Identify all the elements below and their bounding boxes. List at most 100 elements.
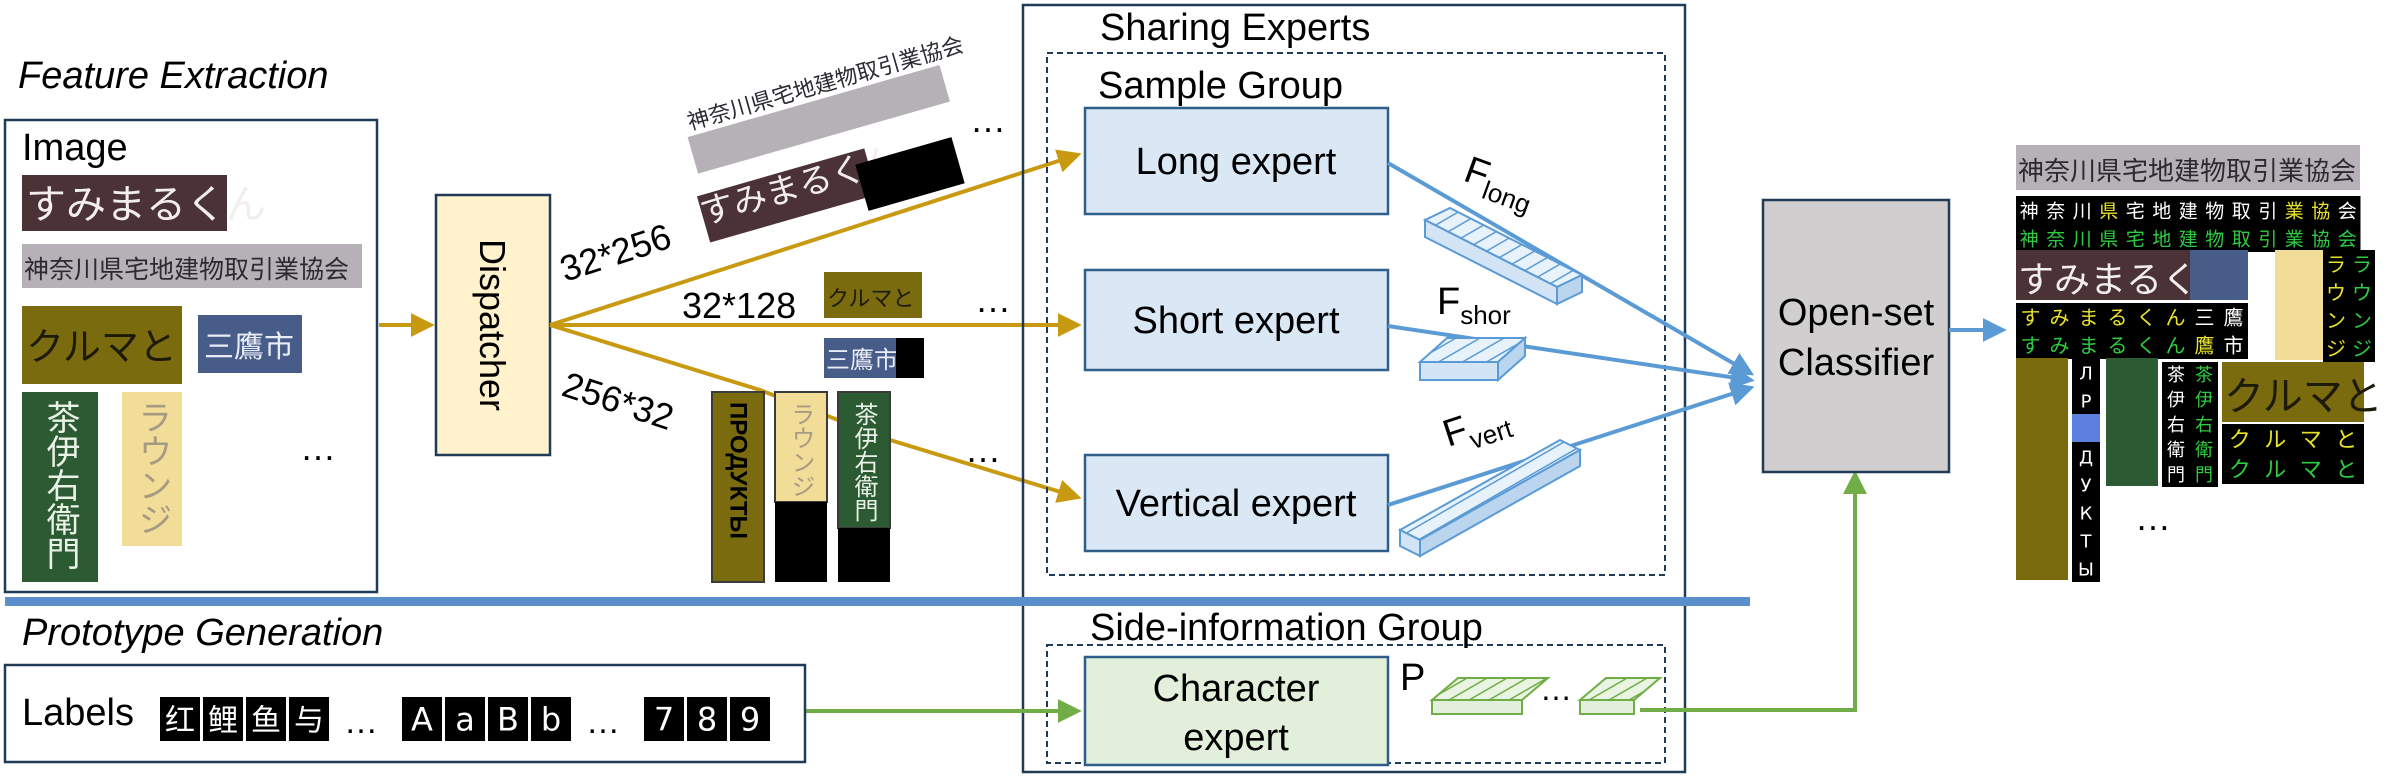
output-takaichi-gt: 鷹	[2224, 305, 2244, 329]
sharing-experts-panel: Sharing Experts	[1021, 3, 1687, 774]
output-chaiemon-pred-bg	[2162, 387, 2190, 412]
output-takaichi-gt-bg	[2219, 303, 2248, 331]
output-kanji-gt-bg	[2307, 224, 2334, 252]
side-information-group: Side-information Group Character expert	[1046, 607, 1666, 767]
output-kanji-pred: 業	[2285, 200, 2304, 222]
output-crop-kuruma	[2222, 362, 2364, 422]
sample-crop-kuruma-text: クルマと	[26, 325, 177, 369]
output-lounge-pred: ン	[2326, 308, 2346, 332]
output-chaiemon-pred: 衛	[2167, 440, 2185, 461]
output-kanji-pred: 建	[2179, 200, 2198, 222]
route-crop-short-1-text: クルマと	[827, 287, 914, 312]
output-kanji-gt: 地	[2152, 228, 2171, 250]
output-kanji-pred-bg	[2334, 196, 2361, 224]
output-kana-gt: す	[2021, 333, 2041, 357]
output-kanji-crop-text: 神奈川県宅地建物取引業協会	[2018, 157, 2356, 187]
feature-tensor-long-front	[1424, 218, 1558, 306]
output-kana-pred: す	[2021, 305, 2041, 329]
output-kana-gt-bg	[2103, 331, 2132, 359]
output-chaiemon-pred-bg	[2162, 362, 2190, 387]
output-kanji-gt-bg	[2254, 224, 2281, 252]
output-kanji-gt: 奈	[2046, 228, 2065, 250]
output-kanji-gt-bg	[2281, 224, 2308, 252]
output-kanji-gt-bg	[2042, 224, 2069, 252]
sample-crop-kuruma	[22, 306, 182, 384]
output-chaiemon-pred: 伊	[2167, 390, 2185, 411]
labels-ellipsis-1: …	[344, 703, 378, 741]
side-information-group-title: Side-information Group	[1090, 607, 1483, 649]
output-lounge-gt: ウ	[2352, 280, 2372, 304]
output-kuruma-gt-bg	[2257, 454, 2293, 484]
label-char-cn-bg	[203, 697, 243, 741]
route-crop-vert-3	[837, 391, 891, 529]
output-lounge-gt: ラ	[2352, 252, 2372, 276]
output-chaiemon-gt-bg	[2190, 437, 2218, 462]
long-expert-box	[1083, 106, 1390, 216]
output-kanji-pred: 協	[2311, 200, 2330, 222]
output-kanji-pred-bg	[2148, 196, 2175, 224]
label-char-digit-bg	[644, 697, 684, 741]
sample-crop-lounge	[122, 392, 182, 546]
output-kanji-gt: 神	[2020, 228, 2039, 250]
output-kanji-gt: 業	[2285, 228, 2304, 250]
long-expert-label: Long expert	[1136, 141, 1337, 183]
label-char-cn-bg	[246, 697, 286, 741]
sample-crop-takaichi	[198, 315, 302, 373]
output-kanji-gt-bg	[2122, 224, 2149, 252]
output-kanji-gt-bg	[2201, 224, 2228, 252]
label-char-latin-bg	[488, 697, 528, 741]
output-crop-chaiemon	[2106, 358, 2158, 486]
output-chaiemon-pred-bg	[2162, 412, 2190, 437]
label-char-latin-bg	[445, 697, 485, 741]
output-kanji-top-row: 神奈川県宅地建物取引業協会	[2018, 157, 2356, 187]
output-kanji-gt: 県	[2099, 228, 2118, 250]
output-kanji-gt-bg	[2175, 224, 2202, 252]
output-kana-pred: ま	[2079, 305, 2099, 329]
output-produkty-pred-bg	[2072, 386, 2100, 414]
output-lounge-gt: ジ	[2352, 336, 2372, 360]
feature-label-short: Fshor	[1437, 281, 1511, 330]
output-lounge-pred-bg	[2323, 334, 2349, 362]
output-takaichi-pred-bg	[2190, 331, 2219, 359]
output-kanji-gt-bg	[2334, 224, 2361, 252]
output-ellipsis: …	[2135, 497, 2171, 538]
feature-extraction-title: Feature Extraction	[18, 55, 328, 97]
prototype-tensor-1-front	[1431, 699, 1523, 715]
route-crop-vert-3-text: 茶伊右衛門	[850, 402, 878, 522]
svg-text:Fvert: Fvert	[1438, 395, 1517, 462]
sample-crop-lounge-text: ラウンジ	[132, 400, 172, 536]
output-takaichi-gt: 市	[2224, 333, 2244, 357]
output-kanji-pred-bg	[2175, 196, 2202, 224]
output-kanji-pred-bg	[2201, 196, 2228, 224]
output-kanji-gt-bg	[2148, 224, 2175, 252]
label-char-cn-bg	[289, 697, 329, 741]
feature-label-vertical: Fvert	[1438, 395, 1517, 462]
feature-tensor-short-front	[1419, 361, 1499, 381]
output-kanji-gt: 協	[2311, 228, 2330, 250]
output-kuruma-gt: ル	[2264, 458, 2286, 483]
classifier-label-line1: Open-set	[1778, 292, 1935, 334]
labels-title: Labels	[22, 692, 134, 734]
label-char-digit-bg	[730, 697, 770, 741]
feature-label-vertical-sub: vert	[1466, 413, 1517, 455]
output-kanji-gt: 川	[2073, 228, 2092, 250]
output-kana-pred: る	[2108, 305, 2128, 329]
route-label-short: 32*128	[682, 285, 796, 326]
output-kanji-gt-bg	[2069, 224, 2096, 252]
output-kana-gt: る	[2108, 333, 2128, 357]
output-produkty-pred-bg	[2072, 470, 2100, 498]
output-kana-pred-bg	[2103, 303, 2132, 331]
route-crop-short-pad	[896, 338, 924, 378]
short-expert-label: Short expert	[1133, 300, 1340, 342]
output-produkty-pred-bg	[2072, 442, 2100, 470]
output-kuruma-crop-text: クルマと	[2224, 374, 2383, 420]
output-kanji-gt-bg	[2228, 224, 2255, 252]
route-crop-long-2	[696, 148, 878, 243]
label-char-latin: a	[455, 700, 475, 738]
output-chaiemon-pred: 茶	[2167, 365, 2185, 386]
character-expert-label-line1: Character	[1153, 668, 1320, 710]
route-arrow-long	[549, 149, 1082, 327]
output-chaiemon-pred: 門	[2167, 465, 2185, 486]
